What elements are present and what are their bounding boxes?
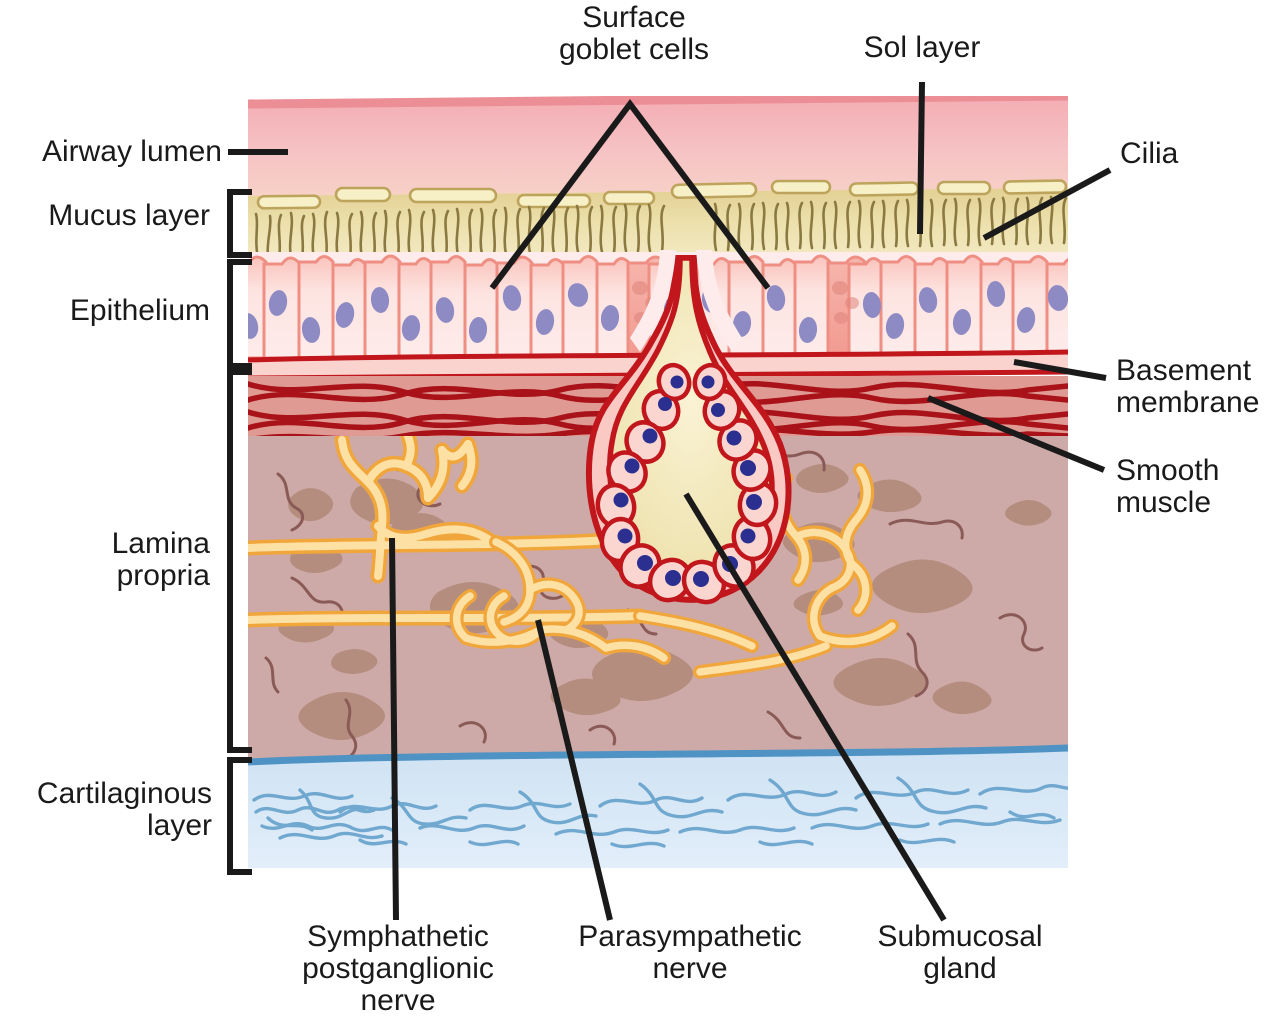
goblet-granules	[832, 281, 859, 324]
cartilage-fibers	[252, 776, 1068, 849]
leader-lines	[228, 81, 1112, 922]
sympathetic-nerve-plexus	[248, 436, 648, 628]
leader-surface-goblet-cells	[489, 99, 771, 290]
label-parasympathetic-nerve: Parasympathetic nerve	[578, 920, 802, 985]
leader-submucosal-gland	[683, 492, 947, 922]
label-lamina-propria: Lamina propria	[111, 527, 210, 592]
label-smooth-muscle: Smooth muscle	[1116, 454, 1220, 519]
bracket-cartilaginous-layer	[227, 757, 252, 875]
label-sympathetic-nerve: Symphathetic postganglionic nerve	[302, 920, 494, 1017]
leader-basement-membrane	[1013, 359, 1107, 381]
submucosal-gland	[585, 255, 792, 605]
bracket-epithelium	[227, 259, 252, 369]
layer-brackets	[227, 189, 252, 875]
label-submucosal-gland: Submucosal gland	[877, 920, 1043, 985]
label-basement-membrane: Basement membrane	[1116, 354, 1260, 419]
leader-parasympathetic-nerve	[535, 619, 613, 921]
leader-sol-layer	[917, 81, 925, 235]
epithelial-nuclei	[701, 281, 1068, 343]
bracket-mucus-layer	[227, 189, 252, 258]
layer-stack	[248, 96, 1068, 868]
gland-cell-nuclei	[613, 375, 762, 587]
layer-airway-lumen	[248, 96, 1068, 200]
layer-mucus	[248, 188, 1068, 266]
leader-cilia	[982, 167, 1112, 241]
label-surface-goblet-cells: Surface goblet cells	[558, 1, 710, 66]
label-cartilaginous-layer: Cartilaginous layer	[36, 777, 212, 842]
gland-neck-continuity	[630, 250, 742, 352]
epithelial-cells-left	[248, 254, 684, 360]
parasympathetic-nerve-plexus	[449, 463, 899, 679]
label-mucus-layer: Mucus layer	[48, 199, 210, 232]
bracket-lamina-propria	[227, 369, 252, 753]
label-airway-lumen: Airway lumen	[41, 135, 222, 168]
label-sol-layer: Sol layer	[863, 31, 981, 64]
label-epithelium: Epithelium	[69, 294, 210, 327]
leader-sympathetic-nerve	[389, 537, 399, 921]
leader-smooth-muscle	[926, 395, 1106, 473]
label-cilia: Cilia	[1120, 137, 1179, 170]
